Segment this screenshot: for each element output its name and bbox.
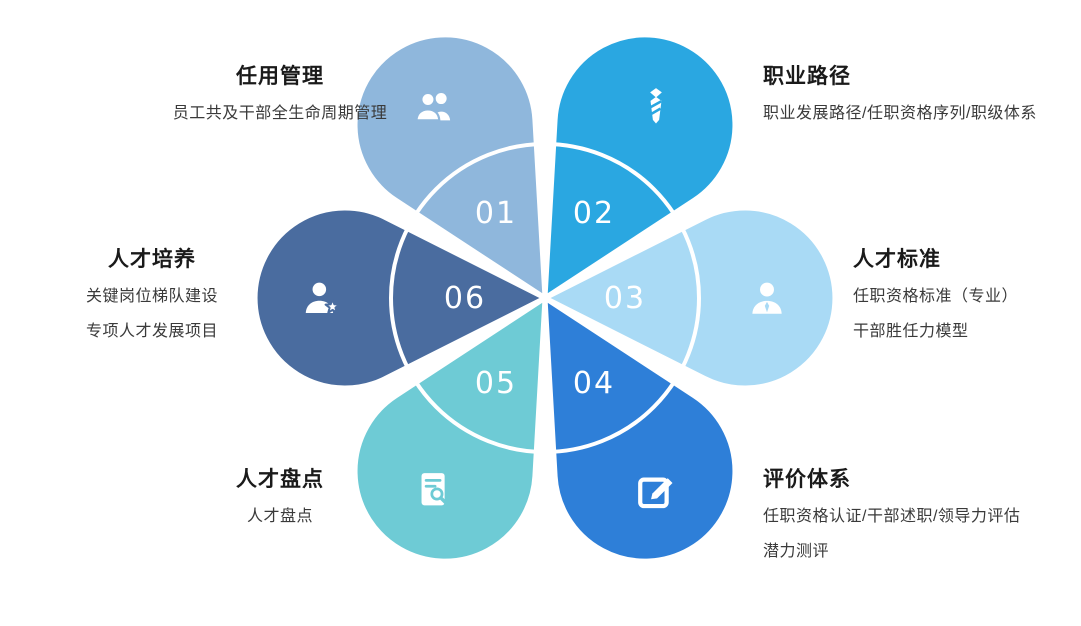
petal-number-01: 01 bbox=[475, 196, 517, 231]
petal-05 bbox=[352, 295, 548, 564]
petal-04 bbox=[542, 295, 738, 564]
petal-title-02: 职业路径 bbox=[763, 65, 851, 88]
petal-desc-02: 职业发展路径/任职资格序列/职级体系 bbox=[763, 105, 1037, 122]
petal-desc-01: 员工共及干部全生命周期管理 bbox=[172, 105, 388, 122]
petal-number-02: 02 bbox=[573, 196, 615, 231]
petal-number-03: 03 bbox=[604, 281, 646, 316]
petal-number-04: 04 bbox=[573, 366, 615, 401]
label-block-02: 职业路径 职业发展路径/任职资格序列/职级体系 bbox=[763, 60, 1075, 125]
petal-desc-06-line2: 专项人才发展项目 bbox=[85, 323, 218, 340]
petal-03 bbox=[542, 205, 838, 391]
label-block-03: 人才标准 任职资格标准（专业） 干部胜任力模型 bbox=[853, 243, 1078, 343]
petal-desc-05: 人才盘点 bbox=[246, 508, 313, 525]
petal-number-05: 05 bbox=[475, 366, 517, 401]
petal-title-04: 评价体系 bbox=[763, 468, 851, 491]
petal-01 bbox=[352, 32, 548, 301]
label-block-06: 人才培养 关键岗位梯队建设 专项人才发展项目 bbox=[58, 243, 246, 343]
petal-02 bbox=[542, 32, 738, 301]
petal-title-05: 人才盘点 bbox=[236, 468, 324, 491]
petal-number-06: 06 bbox=[444, 281, 486, 316]
petal-desc-04-line1: 任职资格认证/干部述职/领导力评估 bbox=[763, 508, 1021, 525]
petal-desc-03-line1: 任职资格标准（专业） bbox=[853, 288, 1019, 305]
petal-desc-06-line1: 关键岗位梯队建设 bbox=[85, 288, 218, 305]
petal-06 bbox=[252, 205, 548, 391]
label-block-05: 人才盘点 人才盘点 bbox=[90, 463, 470, 528]
petal-desc-03-line2: 干部胜任力模型 bbox=[853, 323, 969, 340]
label-block-01: 任用管理 员工共及干部全生命周期管理 bbox=[90, 60, 470, 125]
label-block-04: 评价体系 任职资格认证/干部述职/领导力评估 潜力测评 bbox=[763, 463, 1078, 563]
petal-desc-04-line2: 潜力测评 bbox=[763, 543, 830, 560]
petal-title-01: 任用管理 bbox=[236, 65, 324, 88]
center-ring bbox=[389, 142, 701, 454]
petal-title-06: 人才培养 bbox=[108, 248, 196, 271]
petal-title-03: 人才标准 bbox=[853, 248, 941, 271]
